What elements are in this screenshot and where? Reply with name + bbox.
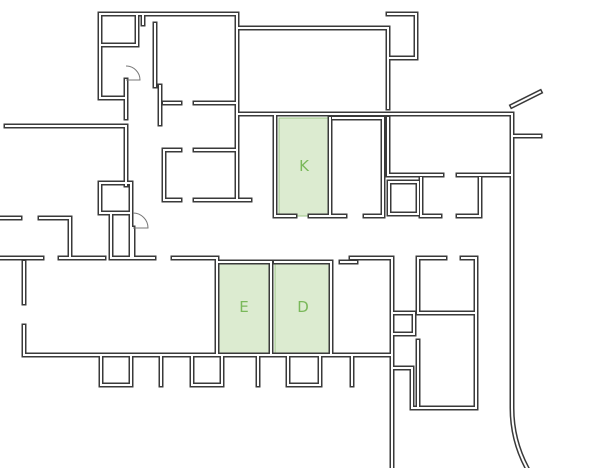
room-e[interactable]: [216, 261, 272, 356]
door-swings: [125, 65, 149, 229]
room-label-e: E: [239, 298, 248, 316]
room-label-d: D: [297, 298, 309, 316]
room-k[interactable]: [278, 117, 330, 217]
room-label-k: K: [299, 157, 310, 175]
walls: [0, 11, 544, 468]
wall-inner-line: [0, 13, 542, 468]
